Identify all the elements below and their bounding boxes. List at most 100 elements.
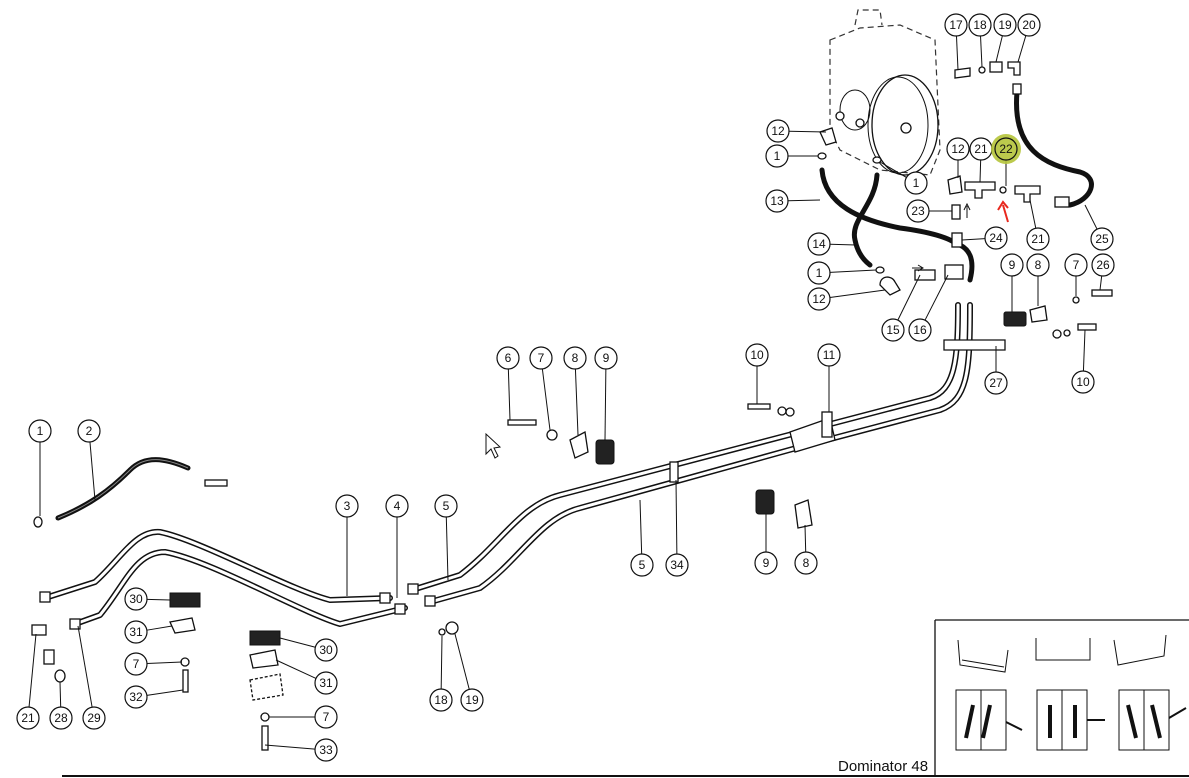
callout-13: 13 — [765, 189, 789, 213]
callout-24: 24 — [984, 226, 1008, 250]
leader-line — [1017, 35, 1027, 63]
callout-number: 28 — [54, 711, 68, 725]
leader-line — [829, 289, 886, 299]
callout-number: 20 — [1022, 18, 1036, 32]
callout-9: 9 — [754, 551, 778, 575]
red-arrow-icon — [997, 200, 1009, 223]
bottom-rule — [62, 775, 1189, 777]
callout-number: 1 — [816, 266, 823, 280]
callout-21: 21 — [969, 137, 993, 161]
callout-number: 7 — [1073, 258, 1080, 272]
leader-line — [604, 368, 607, 441]
engine-outline — [829, 9, 941, 176]
leader-line — [829, 243, 857, 246]
leader-line — [574, 368, 579, 436]
callout-9: 9 — [594, 346, 618, 370]
leader-line — [787, 199, 821, 202]
callout-number: 3 — [344, 499, 351, 513]
model-caption: Dominator 48 — [836, 758, 931, 775]
callout-7: 7 — [124, 652, 148, 676]
leader-line — [440, 635, 443, 690]
callout-14: 14 — [807, 232, 831, 256]
callout-number: 31 — [129, 625, 143, 639]
callout-30: 30 — [314, 638, 338, 662]
leader-line — [146, 625, 173, 631]
callout-number: 7 — [133, 657, 140, 671]
callout-10: 10 — [745, 343, 769, 367]
callout-23: 23 — [906, 199, 930, 223]
leader-line — [639, 499, 643, 555]
callout-19: 19 — [460, 688, 484, 712]
callout-number: 9 — [1009, 258, 1016, 272]
callout-30: 30 — [124, 587, 148, 611]
callout-3: 3 — [335, 494, 359, 518]
clamp-orientation-toe-out — [955, 639, 1023, 751]
leader-line — [879, 161, 907, 178]
callout-number: 34 — [670, 558, 684, 572]
mouse-cursor-icon — [485, 432, 502, 459]
callout-number: 10 — [1076, 375, 1090, 389]
callout-number: 1 — [913, 176, 920, 190]
callout-25: 25 — [1090, 227, 1114, 251]
callout-number: 7 — [323, 710, 330, 724]
callout-number: 14 — [812, 237, 826, 251]
brake-pipes — [42, 302, 973, 627]
callout-21: 21 — [1026, 227, 1050, 251]
pointer-arrows — [912, 200, 1009, 272]
callout-number: 21 — [1031, 232, 1045, 246]
leader-line — [507, 368, 511, 421]
callout-20: 20 — [1017, 13, 1041, 37]
callout-number: 6 — [505, 351, 512, 365]
callout-number: 1 — [774, 149, 781, 163]
callout-number: 4 — [394, 499, 401, 513]
callout-number: 17 — [949, 18, 963, 32]
callout-8: 8 — [563, 346, 587, 370]
leader-line — [980, 35, 983, 68]
leader-line — [1099, 275, 1103, 291]
leader-line — [89, 441, 96, 501]
callout-11: 11 — [817, 343, 841, 367]
callout-number: 18 — [973, 18, 987, 32]
callout-number: 21 — [974, 142, 988, 156]
callout-number: 16 — [913, 323, 927, 337]
leader-line — [59, 681, 62, 708]
callout-17: 17 — [944, 13, 968, 37]
callout-10: 10 — [1071, 370, 1095, 394]
callout-number: 13 — [770, 194, 784, 208]
callout-19: 19 — [993, 13, 1017, 37]
callout-number: 2 — [86, 424, 93, 438]
callout-number: 22 — [999, 142, 1013, 156]
leader-line — [955, 35, 959, 71]
callout-number: 1 — [37, 424, 44, 438]
callout-number: 25 — [1095, 232, 1109, 246]
callout-34: 34 — [665, 553, 689, 577]
callout-31: 31 — [124, 620, 148, 644]
callout-number: 19 — [465, 693, 479, 707]
inset-panel — [934, 619, 1189, 776]
callout-29: 29 — [82, 706, 106, 730]
callout-number: 26 — [1096, 258, 1110, 272]
callout-number: 9 — [763, 556, 770, 570]
callout-15: 15 — [881, 318, 905, 342]
callout-number: 5 — [443, 499, 450, 513]
callout-5: 5 — [434, 494, 458, 518]
callout-number: 18 — [434, 693, 448, 707]
leader-line — [1029, 199, 1037, 229]
leader-line — [454, 633, 470, 690]
leader-line — [279, 637, 316, 648]
callout-number: 12 — [812, 292, 826, 306]
callout-6: 6 — [496, 346, 520, 370]
callout-31: 31 — [314, 671, 338, 695]
callout-27: 27 — [984, 371, 1008, 395]
callout-number: 27 — [989, 376, 1003, 390]
callout-8: 8 — [794, 551, 818, 575]
leader-line — [829, 269, 877, 273]
leader-line — [146, 689, 184, 696]
callout-number: 15 — [886, 323, 900, 337]
callout-number: 23 — [911, 204, 925, 218]
fittings — [31, 61, 1113, 751]
callout-1: 1 — [765, 144, 789, 168]
callout-number: 12 — [771, 124, 785, 138]
